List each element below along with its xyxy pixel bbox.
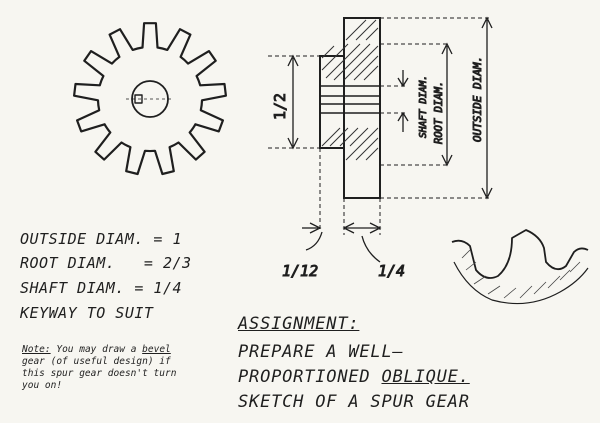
half-dim-label: 1/2 xyxy=(271,93,289,120)
assignment-line-3: SKETCH OF A SPUR GEAR xyxy=(238,392,470,412)
gear-section-view: OUTSIDE DIAM. ROOT DIAM. SHAFT DIAM. 1/2… xyxy=(268,16,493,281)
assignment-line-1: PREPARE A WELL— xyxy=(238,342,404,362)
dimension-arrows xyxy=(287,16,493,263)
section-hatching xyxy=(321,19,379,161)
shaft-lines xyxy=(320,85,380,114)
spec-shaft-diam: SHAFT DIAM. = 1/4 xyxy=(20,279,183,297)
assignment-proportioned: PROPORTIONED xyxy=(238,367,371,387)
spec-keyway: KEYWAY TO SUIT xyxy=(20,304,154,322)
rim-outline xyxy=(343,17,381,199)
hub-outline xyxy=(319,55,345,149)
assignment-heading: ASSIGNMENT: xyxy=(238,314,360,334)
note-text-post: gear (of useful design) if this spur gea… xyxy=(22,356,177,391)
note-bevel-word: bevel xyxy=(142,344,171,355)
spec-outside-diam: OUTSIDE DIAM. = 1 xyxy=(20,230,183,248)
root-diam-label: ROOT DIAM. xyxy=(433,81,445,144)
assignment-line-2: PROPORTIONED OBLIQUE. xyxy=(238,367,470,387)
partial-gear-sketch xyxy=(451,229,589,305)
note-block: Note: You may draw a bevel gear (of usef… xyxy=(22,344,197,392)
spec-root-diam: ROOT DIAM. = 2/3 xyxy=(20,254,192,272)
outside-diam-label: OUTSIDE DIAM. xyxy=(471,56,484,142)
gear-tooth-outline xyxy=(73,22,227,176)
gear-front-view xyxy=(73,22,227,176)
shaft-diam-label: SHAFT DIAM. xyxy=(418,75,429,138)
right-dim-label: 1/4 xyxy=(378,262,405,280)
extension-lines xyxy=(268,17,490,235)
note-label: Note: xyxy=(22,344,51,355)
assignment-oblique: OBLIQUE. xyxy=(381,367,470,387)
note-text-pre: You may draw a xyxy=(56,344,137,355)
left-dim-label: 1/12 xyxy=(282,262,318,280)
